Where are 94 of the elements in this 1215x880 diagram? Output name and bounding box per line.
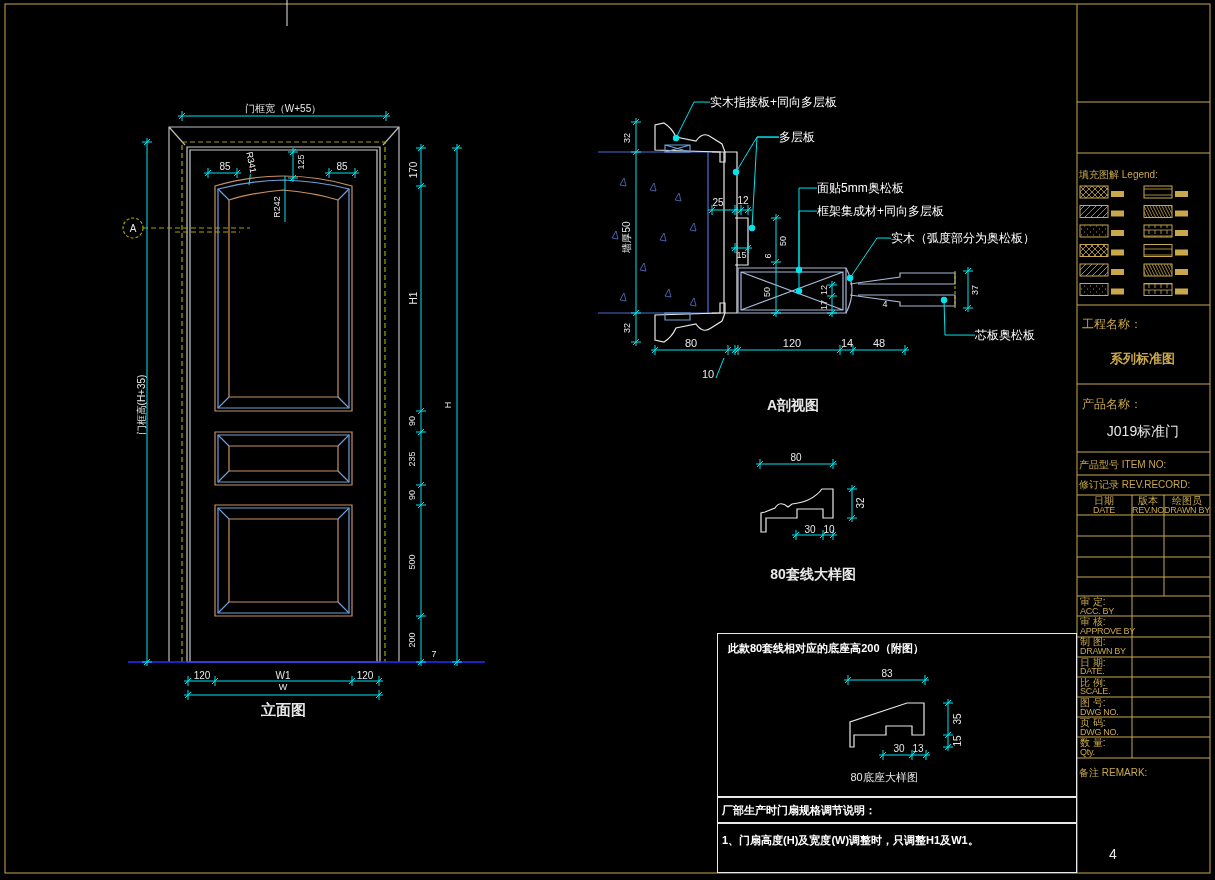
note-text: 此款80套线相对应的底座高200（附图） xyxy=(728,642,924,655)
dimension-text: 32 xyxy=(623,323,633,333)
dimension-text: 12 xyxy=(737,194,749,206)
title-block-text: 系列标准图 xyxy=(1109,351,1175,367)
note-heading: 厂部生产时门扇规格调节说明： xyxy=(722,804,876,817)
title-block-text: APPROVE BY xyxy=(1080,626,1136,637)
dimension-text: 14 xyxy=(840,336,854,350)
dimension-text: H1 xyxy=(407,291,419,305)
dimension-text: 83 xyxy=(881,667,893,679)
note-panel xyxy=(717,633,1077,797)
callout-text: 实木（弧度部分为奥松板） xyxy=(891,230,1035,247)
title-block-text: 产品型号 ITEM NO: xyxy=(1079,458,1167,470)
dimension-text: 13 xyxy=(912,742,924,754)
leader-line xyxy=(248,173,251,186)
title-block-text: 备注 REMARK: xyxy=(1079,766,1148,778)
dimension-text: 37 xyxy=(971,285,981,295)
dimension-text: 6 xyxy=(764,253,774,259)
dimension-text: 85 xyxy=(219,160,231,172)
dimension-text: 90 xyxy=(408,416,418,426)
dimension-text: 10 xyxy=(823,523,835,535)
dimension-text: 15 xyxy=(951,735,963,747)
title-block-text: 4 xyxy=(1109,847,1117,863)
dimension-text: 200 xyxy=(408,632,418,648)
dimension-text: 85 xyxy=(336,160,348,172)
dimension-text: 32 xyxy=(854,497,866,509)
title-block-text: J019标准门 xyxy=(1106,424,1180,440)
title-block-text: DWG NO. xyxy=(1080,707,1119,718)
dimension-text: 120 xyxy=(782,336,802,350)
dimension-text: 500 xyxy=(408,554,418,570)
dimension-text: 7 xyxy=(431,650,437,660)
dimension-text: 90 xyxy=(408,490,418,500)
title-block-text: DRAWN BY xyxy=(1080,646,1126,657)
leader-line xyxy=(846,237,892,282)
dimension-text: 120 xyxy=(356,669,374,681)
leader-line xyxy=(748,136,780,232)
dimension-text: 48 xyxy=(872,336,886,350)
title-block-text: 版本 xyxy=(1138,494,1158,506)
dimension-text: 30 xyxy=(804,523,816,535)
dimension-text: 120 xyxy=(193,669,211,681)
dimension-text: 35 xyxy=(951,713,963,725)
dimension-text: R242 xyxy=(273,196,283,218)
title-block-text: 审 定: xyxy=(1080,595,1106,607)
title-block-text: 修订记录 REV.RECORD: xyxy=(1079,478,1191,490)
dimension-text: 10 xyxy=(701,367,715,381)
title-block-text: DWG NO. xyxy=(1080,727,1119,738)
radius-dimension-text: R341 xyxy=(243,151,258,175)
dimension-text: 80 xyxy=(684,336,698,350)
leader-line xyxy=(795,210,818,295)
callout-text: 多层板 xyxy=(779,129,815,146)
leader-line xyxy=(672,101,711,142)
dimension-text: 墙厚50 xyxy=(620,221,632,253)
dimension-text: H xyxy=(444,401,454,409)
title-block-text: 填充图解 Legend: xyxy=(1079,168,1158,180)
title-block-text: 日期 xyxy=(1094,494,1114,506)
dimension-text: 50 xyxy=(779,236,789,246)
callout-text: 框架集成材+同向多层板 xyxy=(817,203,944,220)
dimension-text: 门框高(H+35) xyxy=(135,374,147,436)
title-block-text: REV.NO xyxy=(1132,505,1164,516)
title-block-text: 审 核: xyxy=(1080,615,1106,627)
note-row xyxy=(717,797,1077,823)
view-title: 80底座大样图 xyxy=(850,770,918,784)
dimension-text: W1 xyxy=(275,669,291,681)
dimension-text: 80 xyxy=(790,451,802,463)
dimension-text: 门框宽（W+55） xyxy=(244,102,322,114)
callout-text: 实木指接板+同向多层板 xyxy=(710,94,837,111)
dimension-text: 235 xyxy=(408,451,418,467)
callout-text: 面贴5mm奥松板 xyxy=(817,180,904,197)
dimension-text: 25 xyxy=(712,196,724,208)
title-block-text: DATE. xyxy=(1080,667,1105,677)
leader-line xyxy=(795,187,818,274)
title-block-text: 产品名称： xyxy=(1082,398,1142,412)
note-text: 1、门扇高度(H)及宽度(W)调整时，只调整H1及W1。 xyxy=(722,834,979,847)
dimension-text: 30 xyxy=(893,742,905,754)
title-block-text: DATE xyxy=(1092,505,1116,516)
dimension-text: 4 xyxy=(882,300,888,310)
callout-text: 芯板奥松板 xyxy=(975,327,1035,344)
title-block-text: DRAWN BY xyxy=(1164,505,1210,516)
section-marker: A xyxy=(129,222,137,234)
title-block-text: ACC. BY xyxy=(1080,606,1114,616)
note-row xyxy=(717,823,1077,873)
dimension-text: 50 xyxy=(763,287,773,297)
title-block-text: 工程名称： xyxy=(1082,318,1142,332)
title-block-text: 绘图员 xyxy=(1172,494,1202,506)
dimension-text: 170 xyxy=(407,161,419,179)
title-block-text: SCALE. xyxy=(1080,687,1111,698)
dimension-text: 17 xyxy=(820,300,830,310)
dimension-text: 125 xyxy=(297,154,307,170)
dimension-text: W xyxy=(278,683,288,693)
dimension-text: 32 xyxy=(623,133,633,143)
view-title: 立面图 xyxy=(260,701,306,719)
view-title: A剖视图 xyxy=(766,398,820,414)
dimension-text: 12 xyxy=(820,285,830,295)
leader-line xyxy=(940,296,976,336)
view-title: 80套线大样图 xyxy=(770,567,856,583)
